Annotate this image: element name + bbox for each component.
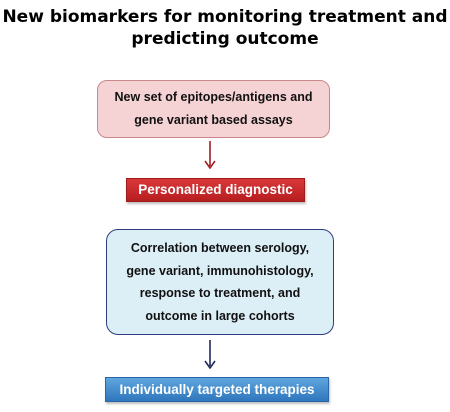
epitopes-assays-line-2: gene variant based assays (134, 113, 293, 127)
epitopes-assays-line-1: New set of epitopes/antigens and (114, 90, 313, 104)
title-line-1: New biomarkers for monitoring treatment … (2, 7, 448, 27)
targeted-therapies-banner: Individually targeted therapies (105, 377, 329, 402)
correlation-line-1: Correlation between serology, (130, 241, 310, 255)
personalized-diagnostic-label: Personalized diagnostic (138, 182, 293, 197)
correlation-line-3: response to treatment, and (139, 286, 301, 300)
personalized-diagnostic-banner: Personalized diagnostic (126, 178, 305, 202)
targeted-therapies-label: Individually targeted therapies (119, 382, 315, 397)
correlation-line-2: gene variant, immunohistology, (126, 263, 314, 278)
diagram-title: New biomarkers for monitoring treatment … (0, 6, 450, 50)
arrow-down-icon-2 (204, 340, 216, 370)
title-line-2: predicting outcome (131, 29, 319, 49)
arrow-down-icon (204, 141, 216, 170)
correlation-box: Correlation between serology, gene varia… (106, 229, 334, 335)
correlation-line-4: outcome in large cohorts (145, 308, 295, 323)
epitopes-assays-box: New set of epitopes/antigens and gene va… (97, 80, 330, 138)
